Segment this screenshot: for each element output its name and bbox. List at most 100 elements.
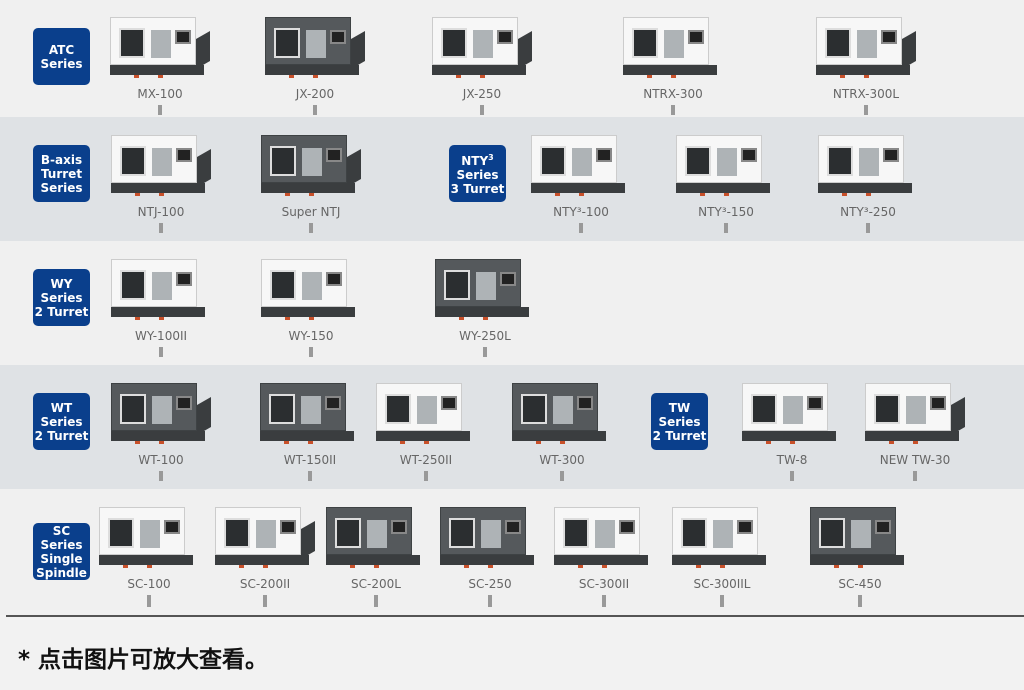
machine-image[interactable] (261, 131, 361, 197)
machine-image[interactable] (326, 503, 426, 569)
model-label: NTY³-100 (553, 205, 609, 219)
product-item: WY-250L (425, 241, 545, 365)
machine-part (274, 28, 300, 58)
machine-part (481, 520, 501, 548)
timeline-tick (309, 223, 313, 233)
badge-line: WY (50, 276, 73, 291)
machine-image[interactable] (810, 503, 910, 569)
model-label: WT-150II (283, 453, 337, 467)
machine-part (110, 17, 196, 65)
machine-image[interactable] (512, 379, 612, 445)
timeline-tick (158, 105, 162, 115)
machine-part (350, 565, 355, 568)
machine-part (536, 441, 541, 444)
timeline-tick (724, 223, 728, 233)
timeline-tick (159, 347, 163, 357)
machine-part (374, 565, 379, 568)
machine-part (671, 75, 676, 78)
machine-part (432, 65, 526, 75)
timeline-tick (864, 105, 868, 115)
model-label: WT-300 (539, 453, 585, 467)
machine-part (440, 507, 526, 555)
machine-part (742, 383, 828, 431)
badge-line: WT (50, 400, 73, 415)
timeline-tick (858, 595, 862, 607)
machine-part (464, 565, 469, 568)
machine-part (197, 148, 211, 188)
machine-part (681, 518, 707, 548)
machine-image[interactable] (432, 13, 532, 79)
machine-part (347, 148, 361, 188)
machine-part (827, 146, 853, 176)
machine-part (325, 396, 341, 410)
model-label: JX-200 (295, 87, 335, 101)
machine-image[interactable] (265, 13, 365, 79)
machine-part (432, 17, 518, 65)
badge-line: 2 Turret (652, 428, 707, 443)
machine-part (623, 17, 709, 65)
product-item: MX-100 (100, 0, 220, 123)
machine-part (951, 396, 965, 436)
machine-part (239, 565, 244, 568)
machine-image[interactable] (816, 13, 916, 79)
machine-image[interactable] (623, 13, 723, 79)
machine-part (866, 193, 871, 196)
model-label: WY-100II (134, 329, 188, 343)
machine-part (619, 520, 635, 534)
machine-image[interactable] (110, 13, 210, 79)
machine-part (647, 75, 652, 78)
machine-part (391, 520, 407, 534)
machine-part (313, 75, 318, 78)
badge-superscript: 3 (488, 153, 494, 162)
timeline-tick (602, 595, 606, 607)
machine-part (302, 272, 322, 300)
machine-part (531, 135, 617, 183)
machine-image[interactable] (260, 379, 360, 445)
machine-part (111, 135, 197, 183)
model-label: NEW TW-30 (879, 453, 951, 467)
timeline-tick (424, 471, 428, 481)
machine-image[interactable] (376, 379, 476, 445)
machine-image[interactable] (818, 131, 918, 197)
machine-part (176, 396, 192, 410)
machine-part (883, 148, 899, 162)
machine-image[interactable] (531, 131, 631, 197)
machine-part (330, 30, 346, 44)
badge-line: ATC (48, 42, 75, 57)
machine-part (930, 396, 946, 410)
machine-part (261, 259, 347, 307)
machine-image[interactable] (672, 503, 772, 569)
machine-part (500, 272, 516, 286)
machine-image[interactable] (440, 503, 540, 569)
timeline-tick (147, 595, 151, 607)
machine-image[interactable] (742, 379, 842, 445)
machine-image[interactable] (676, 131, 776, 197)
machine-image[interactable] (111, 255, 211, 321)
machine-image[interactable] (435, 255, 535, 321)
timeline-tick (671, 105, 675, 115)
machine-part (766, 441, 771, 444)
machine-part (851, 520, 871, 548)
machine-image[interactable] (865, 379, 965, 445)
machine-part (889, 441, 894, 444)
timeline-tick (488, 595, 492, 607)
machine-part (119, 28, 145, 58)
product-item: WT-150II (250, 365, 370, 489)
machine-image[interactable] (215, 503, 315, 569)
product-item: NTRX-300 (613, 0, 733, 123)
product-item: NTY³-250 (808, 117, 928, 241)
machine-part (326, 148, 342, 162)
machine-image[interactable] (111, 131, 211, 197)
machine-image[interactable] (111, 379, 211, 445)
machine-image[interactable] (99, 503, 199, 569)
model-label: SC-200II (239, 577, 291, 591)
machine-part (857, 30, 877, 58)
machine-part (560, 441, 565, 444)
machine-part (440, 555, 534, 565)
machine-image[interactable] (554, 503, 654, 569)
machine-image[interactable] (261, 255, 361, 321)
